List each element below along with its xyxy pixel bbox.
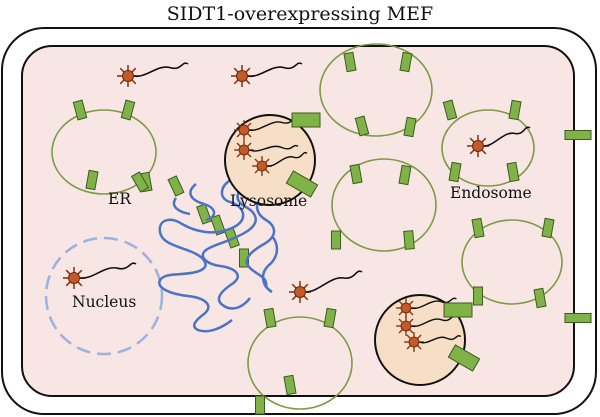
endosome-vesicle (441, 109, 535, 187)
er-membrane (158, 177, 245, 333)
transporter-icon (508, 99, 522, 121)
er-membrane (189, 183, 216, 222)
transporter-icon (85, 169, 99, 191)
transporter-icon (471, 217, 485, 239)
transporter-icon (349, 163, 363, 185)
transporter-icon (354, 115, 370, 137)
endosome-vesicles (51, 43, 563, 410)
transporter-icon (473, 286, 483, 306)
transporter-icon (564, 313, 592, 323)
nucleus-label: Nucleus (72, 293, 136, 311)
transporter-icon (443, 302, 473, 318)
nucleus (44, 236, 164, 356)
rna-icon (396, 297, 457, 318)
transporter-icon (403, 230, 415, 250)
er-membrane (245, 195, 276, 289)
transporter-icon (533, 287, 547, 309)
transporter-icon (283, 374, 297, 396)
sidt1-transporters (72, 51, 592, 415)
endosome-vesicle (461, 219, 563, 305)
endosome-vesicle (51, 109, 157, 195)
lysosome-transporters (285, 112, 481, 372)
rna-icon (396, 315, 457, 336)
transporter-icon (403, 116, 417, 138)
er-membrane (172, 197, 191, 216)
rna-icon (252, 151, 308, 176)
transporter-icon (399, 51, 413, 73)
transporter-icon (72, 99, 88, 121)
transporter-icon (255, 395, 265, 415)
endosome-vesicle (319, 43, 433, 137)
endosome-vesicle (331, 158, 437, 252)
rna-icon (289, 270, 363, 303)
lysosome-right (374, 294, 466, 386)
cytoplasm (21, 45, 575, 397)
er-label: ER (108, 190, 132, 208)
rna-icon (63, 262, 137, 289)
rna-icon (467, 126, 531, 157)
transporter-icon (506, 161, 520, 183)
rna-icon (117, 62, 189, 87)
transporter-icon (398, 164, 412, 186)
er-membrane (201, 182, 257, 310)
diagram-title: SIDT1-overexpressing MEF (167, 3, 433, 25)
endosome-vesicle (247, 316, 353, 410)
endosome-label: Endosome (450, 184, 532, 202)
transporter-icon (448, 161, 462, 183)
transporter-icon (331, 230, 341, 250)
transporter-icon (343, 51, 357, 73)
rna-icon (234, 140, 299, 160)
transporter-icon (323, 307, 337, 329)
transporter-icon (130, 171, 150, 193)
transporter-icon (291, 112, 321, 128)
er-membrane (261, 235, 279, 294)
transporter-icon (442, 99, 458, 121)
rna-molecules (63, 62, 531, 352)
rna-icon (404, 332, 462, 352)
transporter-icon (564, 130, 592, 140)
lysosome-label: Lysosome (230, 192, 307, 210)
rna-icon (231, 62, 303, 87)
transporter-icon (167, 175, 185, 197)
transporter-icon (263, 307, 277, 329)
transporter-icon (285, 170, 319, 198)
transporter-icon (120, 99, 136, 121)
transporter-icon (541, 217, 555, 239)
transporter-icon (210, 214, 226, 236)
transporter-icon (447, 344, 481, 372)
